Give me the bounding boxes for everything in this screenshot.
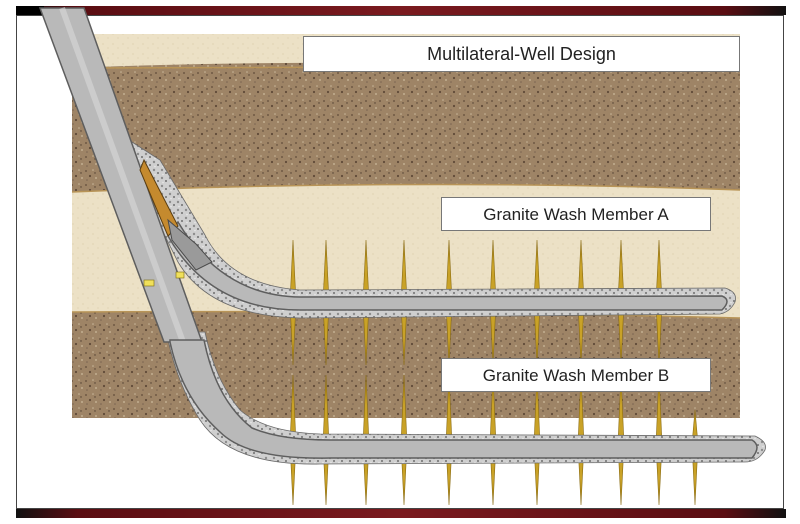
title-label: Multilateral-Well Design [303, 36, 740, 72]
packer-left [143, 279, 155, 287]
member-b-label: Granite Wash Member B [441, 358, 711, 392]
whipstock [139, 158, 179, 237]
diagram-border [16, 15, 784, 509]
member-a-label: Granite Wash Member A [441, 197, 711, 231]
lateral-member-b [169, 339, 758, 459]
top-border-bar [16, 6, 786, 15]
top-border-accent [16, 6, 44, 15]
liner-hanger [167, 218, 213, 271]
bottom-border-bar [16, 509, 786, 518]
lateral-member-a [167, 220, 728, 311]
packer-right [175, 271, 185, 279]
granite-layer-upper [72, 62, 740, 192]
